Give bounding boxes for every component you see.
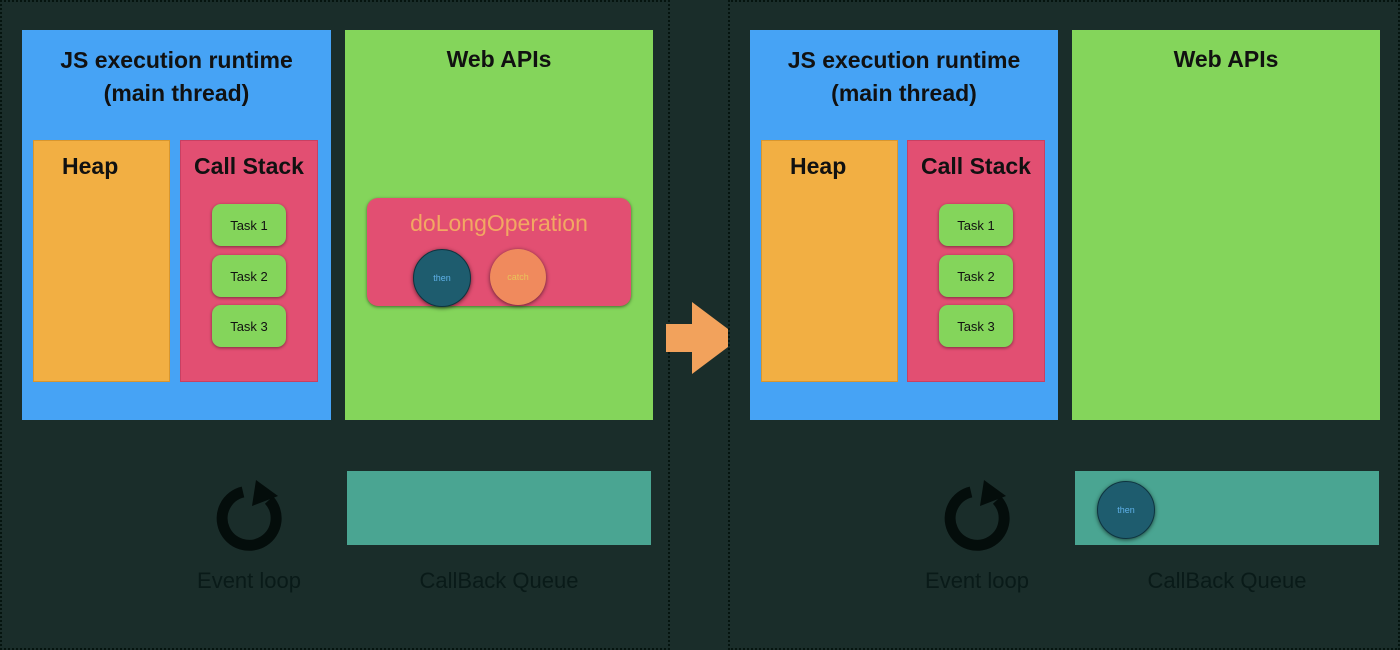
callback-queue [347,471,651,545]
call-stack-box: Call Stack Task 1 Task 2 Task 3 [907,140,1045,382]
panel-after: JS execution runtime (main thread) Heap … [728,0,1400,650]
task-3: Task 3 [212,305,286,347]
runtime-title-line1: JS execution runtime [787,47,1021,73]
event-loop-label: Event loop [197,568,301,593]
heap-box: Heap [33,140,170,382]
callback-queue: then [1075,471,1379,545]
task-2: Task 2 [939,255,1013,297]
refresh-icon [944,480,1010,551]
web-apis-label: Web APIs [1173,46,1279,72]
task-1: Task 1 [939,204,1013,246]
web-apis-label: Web APIs [446,46,552,72]
js-runtime-box: JS execution runtime (main thread) Heap … [22,30,331,420]
task-2: Task 2 [212,255,286,297]
heap-label: Heap [790,153,847,179]
catch-callback: catch [490,249,546,305]
js-runtime-box: JS execution runtime (main thread) Heap … [750,30,1058,420]
then-callback: then [413,249,471,307]
runtime-title: JS execution runtime (main thread) [22,44,331,110]
web-apis-box: Web APIs [1072,30,1380,420]
heap-box: Heap [761,140,898,382]
promise-name: doLongOperation [410,210,588,236]
callback-queue-label: CallBack Queue [419,568,579,593]
runtime-title-line2: (main thread) [103,80,250,106]
runtime-title-line1: JS execution runtime [60,47,293,73]
promise-box: doLongOperation then catch [367,198,631,307]
refresh-icon [216,480,282,551]
runtime-title: JS execution runtime (main thread) [750,44,1058,110]
callback-queue-label: CallBack Queue [1147,568,1307,593]
arrow-right-icon [666,302,740,374]
task-3: Task 3 [939,305,1013,347]
call-stack-box: Call Stack Task 1 Task 2 Task 3 [180,140,318,382]
queued-then-callback: then [1097,481,1155,539]
panel-before: JS execution runtime (main thread) Heap … [0,0,670,650]
runtime-title-line2: (main thread) [831,80,977,106]
call-stack-label: Call Stack [194,153,304,179]
task-1: Task 1 [212,204,286,246]
web-apis-box: Web APIs doLongOperation then catch [345,30,653,420]
call-stack-label: Call Stack [921,153,1031,179]
heap-label: Heap [62,153,119,179]
event-loop-label: Event loop [925,568,1029,593]
